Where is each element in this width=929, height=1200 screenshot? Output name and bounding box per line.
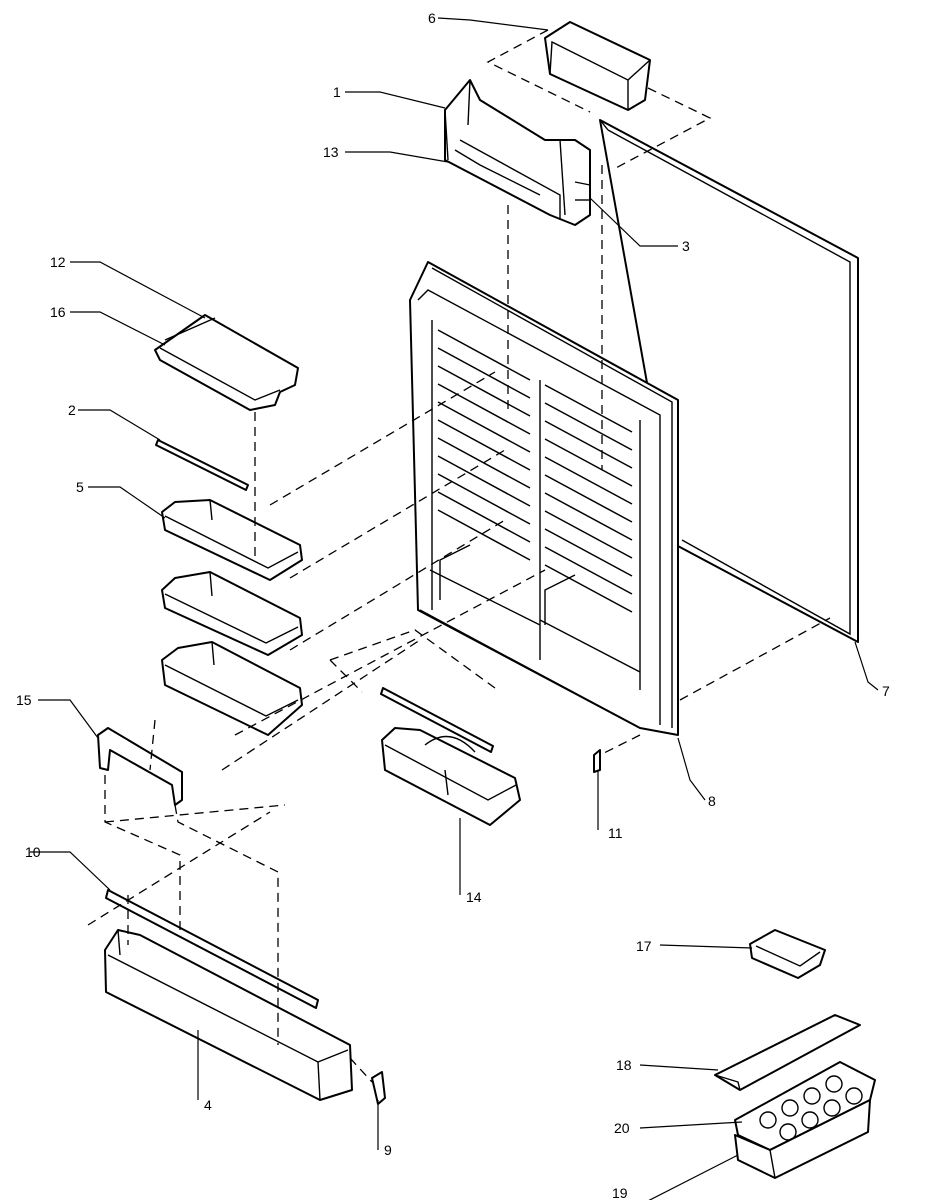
callout-19: 19 <box>612 1185 628 1200</box>
callout-11: 11 <box>608 825 623 841</box>
door-liner <box>409 261 679 736</box>
callout-8: 8 <box>708 793 716 809</box>
leader-lines <box>30 17 879 1200</box>
callout-9: 9 <box>384 1142 392 1158</box>
callout-13: 13 <box>323 144 339 160</box>
shelf-cover-12 <box>154 314 299 411</box>
butter-compartment-door <box>544 21 651 111</box>
clip-9 <box>371 1071 386 1105</box>
door-shelf-middle <box>161 571 303 656</box>
callout-18: 18 <box>616 1057 632 1073</box>
callout-3: 3 <box>682 238 690 254</box>
callout-20: 20 <box>614 1120 630 1136</box>
egg-holder-19 <box>734 1099 871 1179</box>
small-tray-17 <box>749 929 826 979</box>
callout-14: 14 <box>466 889 482 905</box>
door-bin-bottom <box>104 929 353 1101</box>
callout-10: 10 <box>25 844 41 860</box>
callout-16: 16 <box>50 304 66 320</box>
callout-1: 1 <box>333 84 341 100</box>
door-liner-ribs-left <box>437 329 531 561</box>
door-shelf-lower <box>161 641 303 736</box>
shelf-trim-2 <box>155 439 249 491</box>
callout-5: 5 <box>76 479 84 495</box>
callout-15: 15 <box>16 692 32 708</box>
callout-labels: 1 2 3 4 5 6 7 8 9 10 11 12 13 14 15 16 1… <box>16 10 890 1200</box>
callout-6: 6 <box>428 10 436 26</box>
assembly-lines <box>87 29 831 1083</box>
bottle-bar-10 <box>105 889 319 1009</box>
callout-4: 4 <box>204 1097 212 1113</box>
door-shelf-upper <box>161 499 303 581</box>
dairy-compartment <box>444 79 591 226</box>
callout-7: 7 <box>882 683 890 699</box>
callout-12: 12 <box>50 254 66 270</box>
callout-17: 17 <box>636 938 652 954</box>
callout-2: 2 <box>68 402 76 418</box>
egg-bin-14 <box>380 687 521 826</box>
door-liner-ribs-right <box>544 384 633 613</box>
egg-tray-lid-18 <box>714 1014 861 1091</box>
shelf-bracket-15 <box>97 727 183 806</box>
screw-11 <box>593 749 601 773</box>
